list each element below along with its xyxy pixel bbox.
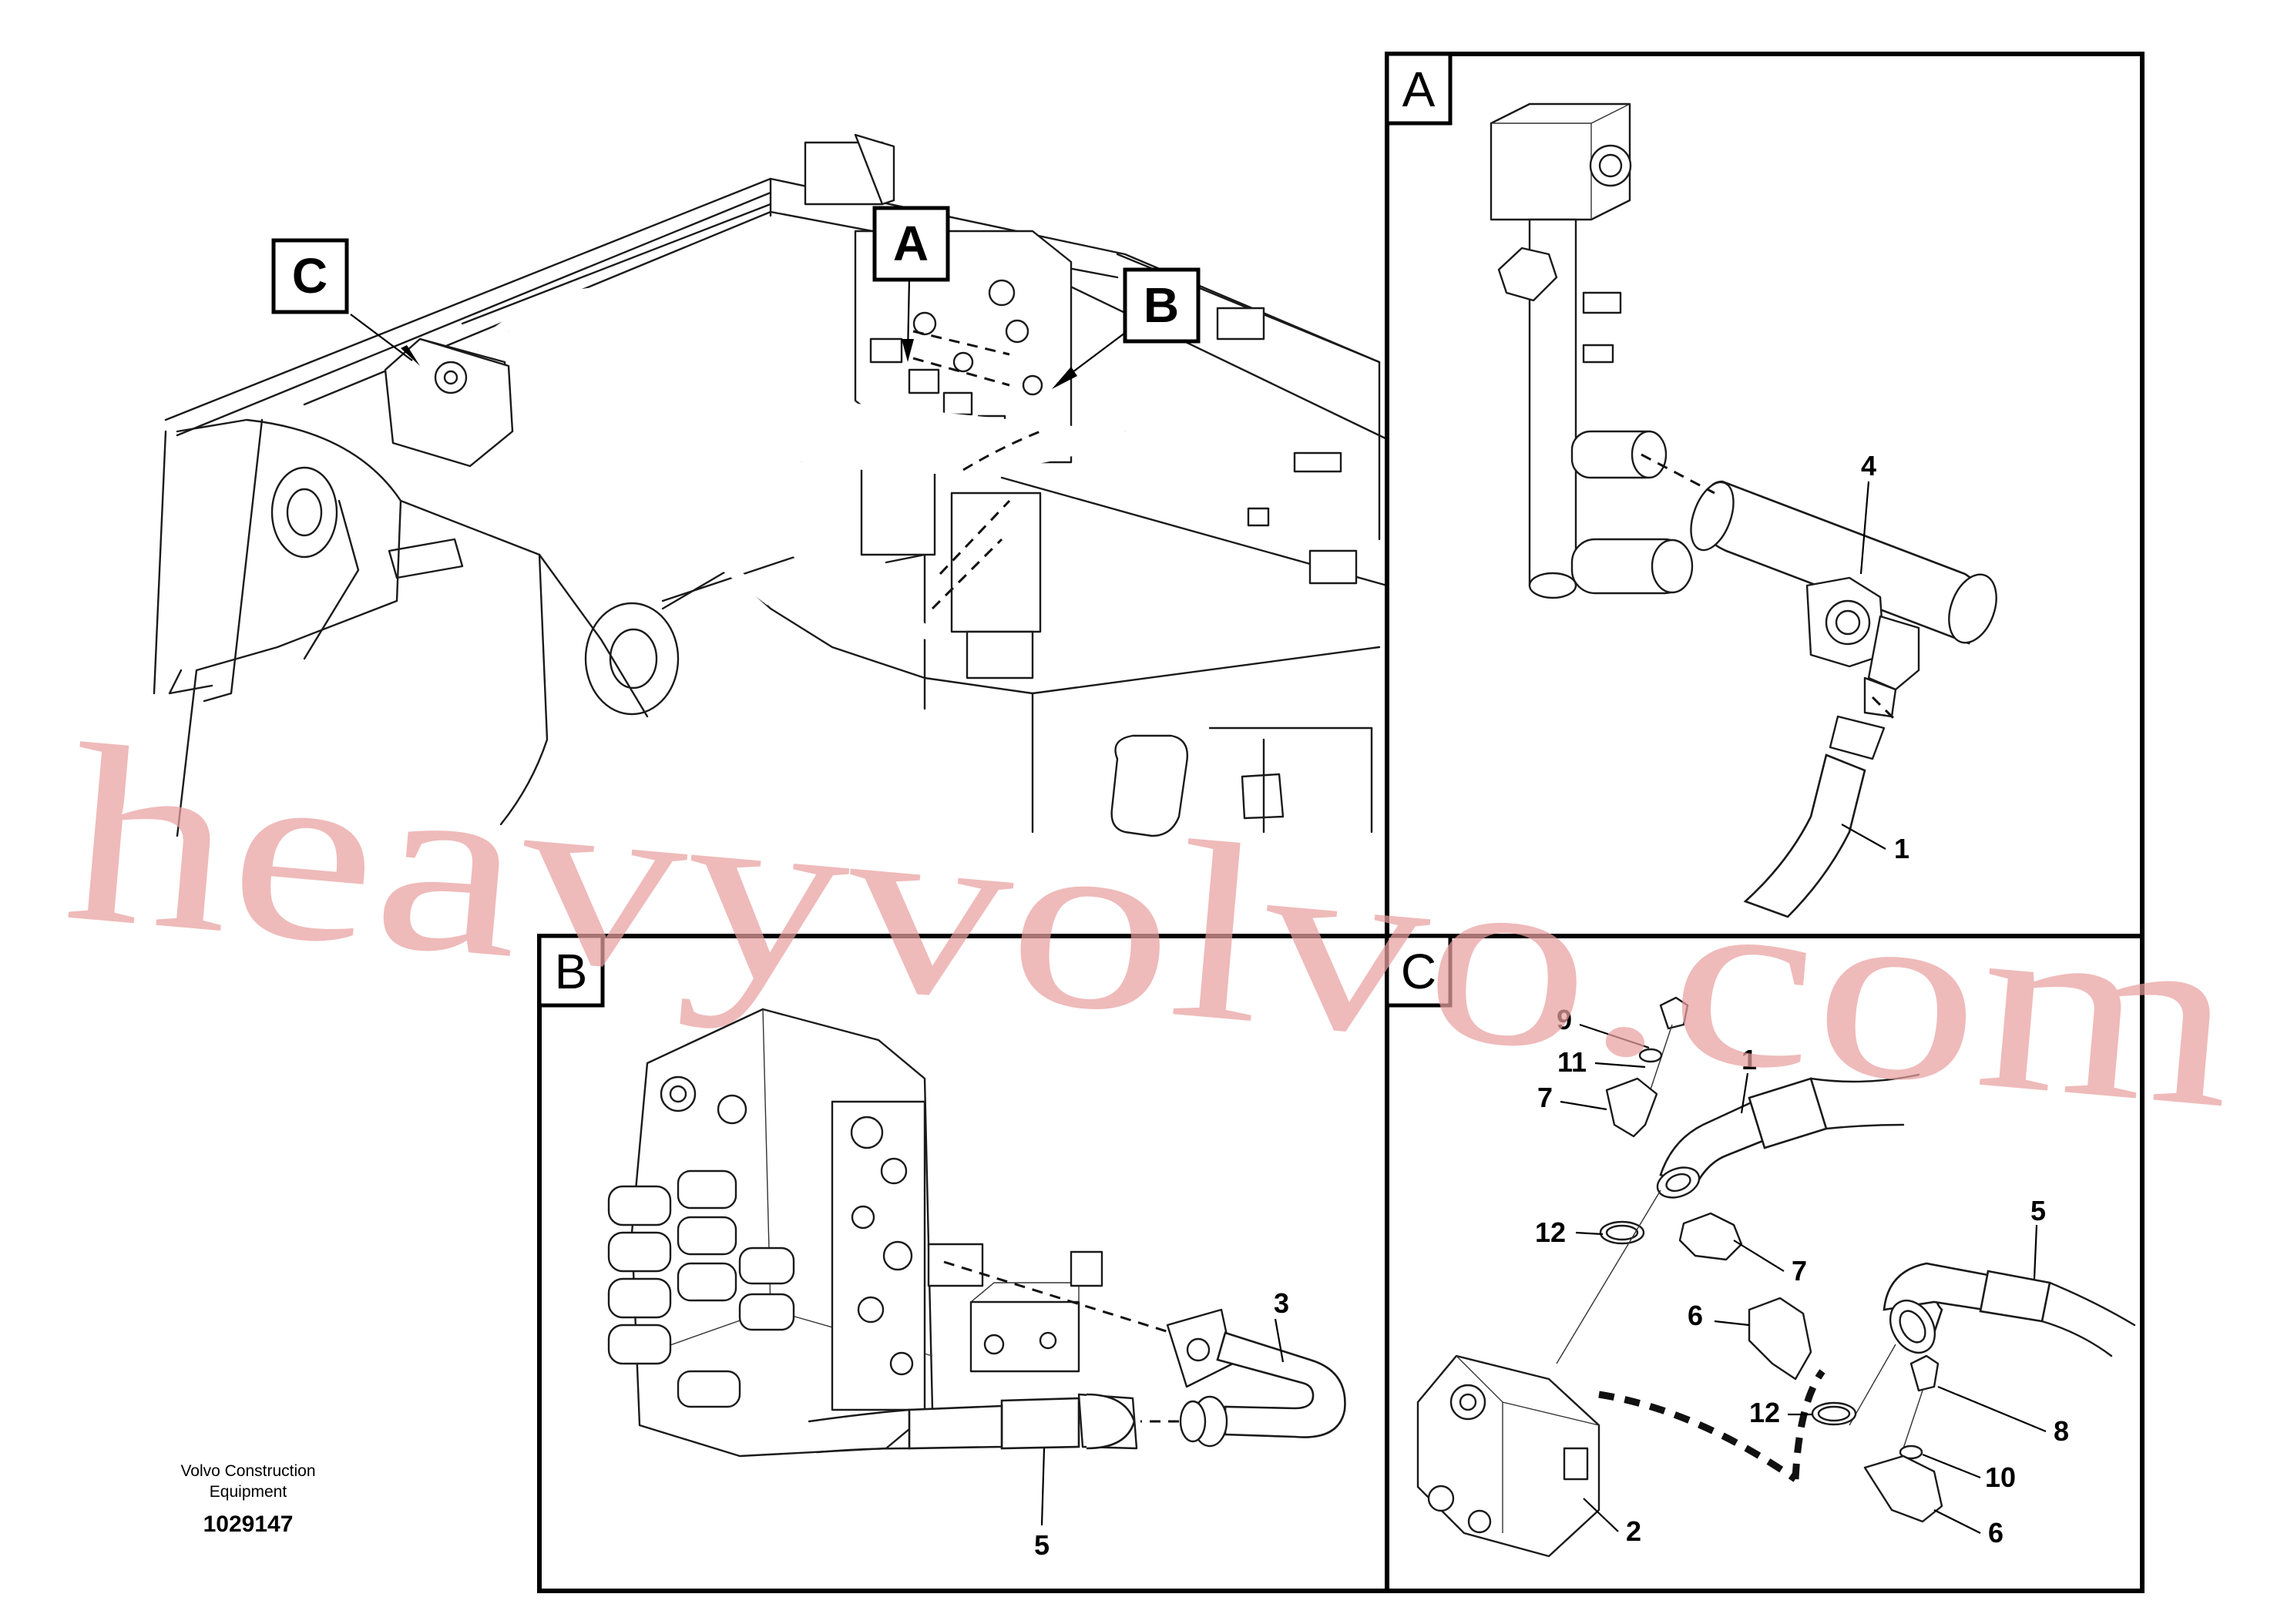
overview-illustration [153,133,1389,837]
label-a-1: 1 [1894,833,1909,864]
panel-a-label: A [1402,62,1436,117]
brand-line-1: Volvo Construction [180,1462,315,1480]
label-c-7b: 7 [1792,1255,1807,1287]
callout-a: A [872,206,950,282]
label-a-4: 4 [1861,450,1876,481]
callout-c: C [271,238,349,314]
label-b-3: 3 [1274,1287,1289,1319]
label-c-9: 9 [1557,1004,1572,1035]
label-c-8: 8 [2054,1415,2069,1447]
watermark-text: heavyvolvo.com [57,692,2246,1162]
label-c-2: 2 [1626,1515,1641,1547]
detail-panel-a: A 4 1 [1385,52,2145,938]
brand-block: Volvo Construction Equipment 1029147 [180,1462,315,1537]
brand-line-2: Equipment [210,1483,287,1501]
label-c-7a: 7 [1537,1082,1553,1113]
detail-panel-b: B [537,934,1389,1593]
callout-c-label: C [292,248,327,304]
label-c-12b: 12 [1749,1397,1780,1428]
label-c-1: 1 [1741,1044,1757,1075]
detail-panel-c: C [1385,934,2145,1593]
label-c-6b: 6 [1988,1517,2003,1549]
label-c-5: 5 [2030,1195,2046,1226]
callout-a-label: A [893,216,929,271]
callout-b-label: B [1144,277,1179,333]
drawing-number: 1029147 [203,1512,294,1537]
label-c-10: 10 [1985,1461,2016,1493]
callout-c-pointer [350,314,413,361]
label-c-11: 11 [1557,1046,1587,1078]
callout-b: B [1123,267,1201,344]
panel-c-label: C [1401,944,1436,999]
panel-b-label: B [555,944,588,999]
label-b-5: 5 [1034,1529,1050,1561]
label-c-6a: 6 [1688,1300,1703,1331]
label-c-12a: 12 [1535,1216,1566,1248]
